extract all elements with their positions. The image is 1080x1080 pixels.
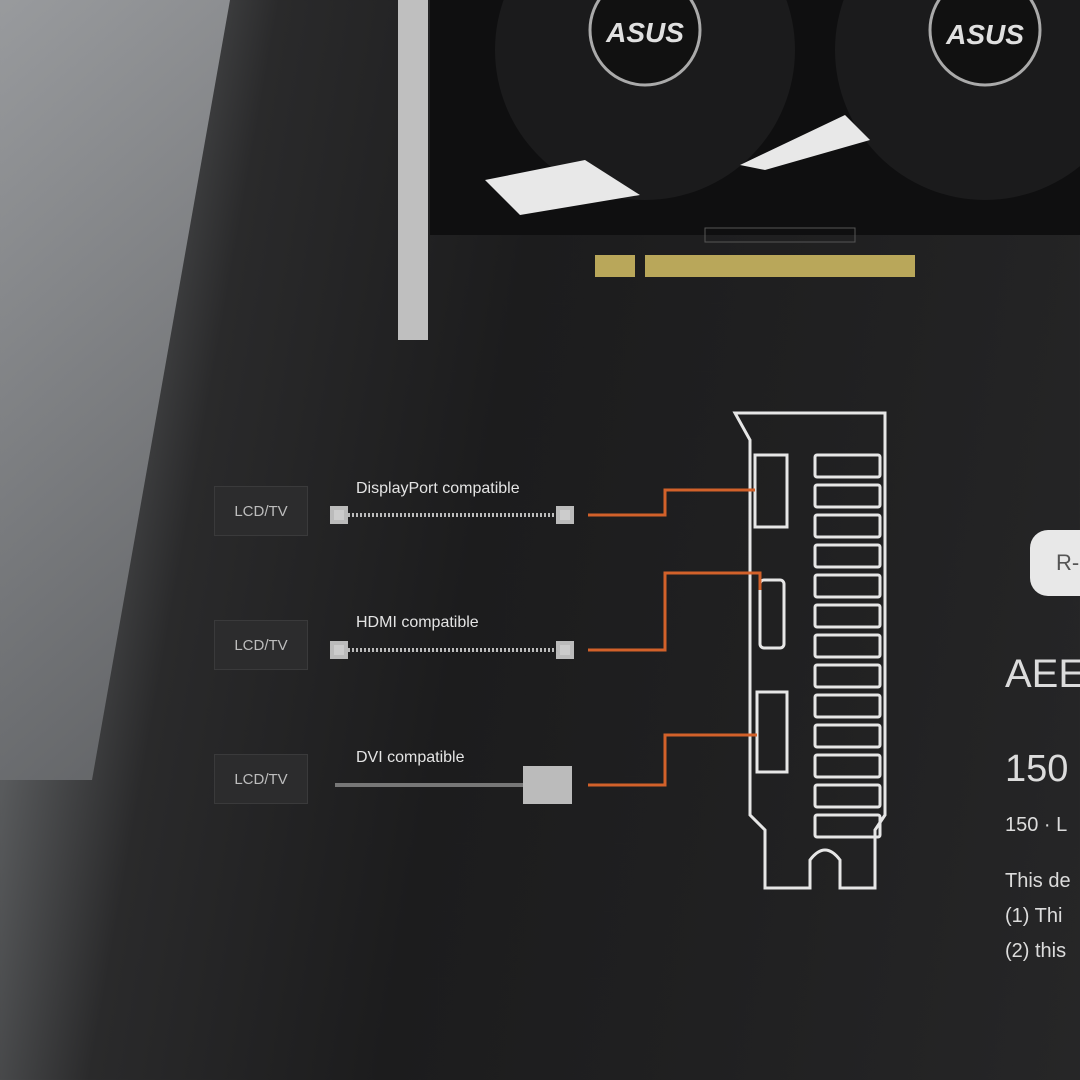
displayport-port xyxy=(753,453,789,529)
subheading: 150 xyxy=(1005,748,1069,790)
spec-line: 150 · L xyxy=(1005,814,1068,836)
display-icon: LCD/TV xyxy=(214,486,308,536)
cable-label-displayport: DisplayPort compatible xyxy=(356,480,520,497)
display-label: LCD/TV xyxy=(234,502,288,520)
list-item: (2) this xyxy=(1005,940,1067,962)
dvi-port xyxy=(755,690,789,774)
svg-text:ASUS: ASUS xyxy=(605,17,684,48)
cable-label-hdmi: HDMI compatible xyxy=(356,614,479,631)
io-bracket-diagram xyxy=(732,411,887,890)
heading: AEE xyxy=(1005,652,1080,696)
card-bracket xyxy=(398,0,428,340)
list-item: (1) Thi xyxy=(1005,905,1063,927)
fan-left xyxy=(495,0,795,200)
vent-slots xyxy=(813,453,882,839)
display-icon: LCD/TV xyxy=(214,620,308,670)
display-label: LCD/TV xyxy=(234,636,288,654)
pcie-contacts xyxy=(595,255,635,277)
display-icon: LCD/TV xyxy=(214,754,308,804)
svg-text:ASUS: ASUS xyxy=(945,19,1024,50)
cables xyxy=(330,506,574,804)
description: This de xyxy=(1005,870,1071,892)
hdmi-port xyxy=(758,578,786,650)
connector-lines xyxy=(588,488,762,787)
cable-label-dvi: DVI compatible xyxy=(356,749,465,766)
graphics-card-image: ASUS ASUS xyxy=(398,0,1080,340)
display-label: LCD/TV xyxy=(234,770,288,788)
badge: R- xyxy=(1030,530,1080,596)
